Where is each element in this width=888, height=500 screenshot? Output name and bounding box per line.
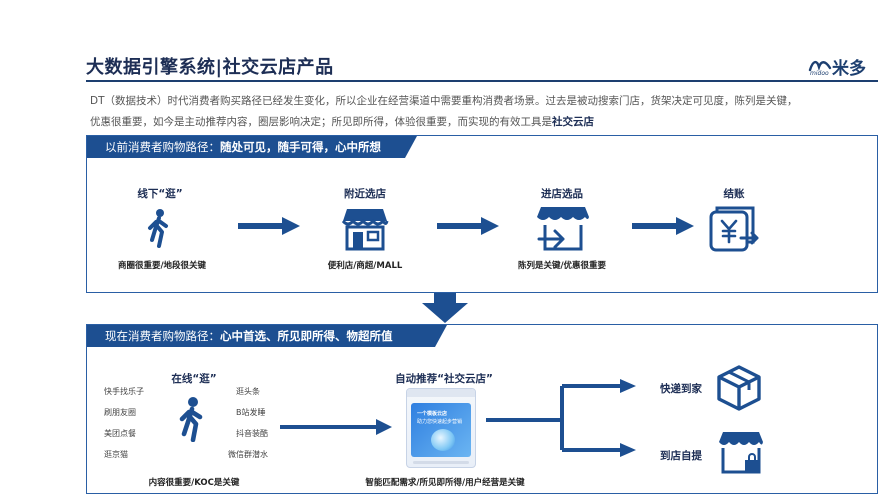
step-nearby-label: 附近选店 (344, 188, 386, 200)
step-offline-caption: 商圈很重要/地段很关键 (117, 261, 207, 271)
storefront-icon (341, 209, 389, 251)
panel-now-heading-prefix: 现在消费者购物路径： (105, 329, 220, 343)
branch-arrow-icon (486, 379, 636, 457)
online-caption: 内容很重要/KOC是关键 (148, 478, 240, 488)
right-tag: 逛头条 (236, 387, 260, 396)
logo-text: 米多 (832, 59, 866, 79)
left-tag: 刷朋友圈 (104, 408, 136, 417)
description-line-2: 优惠很重要，如今是主动推荐内容，圈层影响决定；所见即所得，体验很重要，而实现的有… (90, 114, 594, 129)
yuan-checkout-icon (709, 206, 759, 252)
arrow-right-icon (632, 217, 694, 235)
panel-past-heading: 以前消费者购物路径：随处可见，随手可得，心中所想 (87, 136, 417, 158)
preview-title: 一个模板云店 (417, 411, 448, 417)
description-line-2-text: 优惠很重要，如今是主动推荐内容，圈层影响决定；所见即所得，体验很重要，而实现的有… (90, 116, 552, 128)
panel-past-heading-prefix: 以前消费者购物路径： (105, 140, 220, 154)
arrow-right-icon (238, 217, 300, 235)
midoo-wave-icon (808, 60, 832, 72)
store-pickup-icon (719, 432, 763, 474)
walking-person-icon (179, 397, 203, 442)
step-instore-caption: 陈列是关键/优惠很重要 (517, 261, 607, 271)
delivery-box-icon (717, 365, 761, 411)
page-title: 大数据引擎系统|社交云店产品 (86, 57, 334, 78)
panel-past-heading-emphasis: 随处可见，随手可得，心中所想 (220, 140, 381, 154)
description-emphasis: 社交云店 (552, 116, 594, 128)
left-tag: 逛京猫 (104, 450, 128, 459)
shelf-enter-icon (537, 207, 589, 251)
recommend-caption: 智能匹配需求/所见即所得/用户经营是关键 (365, 478, 525, 488)
walking-person-icon (148, 209, 168, 248)
preview-subtitle: 助力您快速起步营销 (417, 419, 463, 425)
right-tag: B站发睡 (236, 408, 266, 417)
left-tag: 美团点餐 (104, 429, 136, 438)
left-tag: 快手找乐子 (104, 387, 144, 396)
online-label: 在线“逛” (171, 373, 217, 385)
logo-subtext: midoo (810, 70, 829, 77)
step-nearby-caption: 便利店/商超/MALL (327, 261, 403, 271)
outcome-pickup-label: 到店自提 (660, 450, 702, 462)
panel-now-heading: 现在消费者购物路径：心中首选、所见即所得、物超所值 (87, 325, 447, 347)
description-line-1: DT（数据技术）时代消费者购买路径已经发生变化，所以企业在经营渠道中需要重构消费… (90, 95, 798, 107)
step-checkout-label: 结账 (723, 188, 745, 200)
step-offline-label: 线下“逛” (137, 188, 183, 200)
brand-logo: 米多 midoo (808, 54, 880, 79)
panel-now-heading-emphasis: 心中首选、所见即所得、物超所值 (220, 329, 393, 343)
right-tag: 抖音装酷 (236, 429, 268, 438)
arrow-right-icon (280, 419, 392, 435)
arrow-down-icon (422, 293, 468, 323)
step-instore-label: 进店选品 (541, 188, 583, 200)
title-divider (86, 80, 878, 82)
right-tag: 微信群潜水 (228, 450, 268, 459)
outcome-delivery-label: 快递到家 (660, 383, 702, 395)
recommend-label: 自动推荐“社交云店” (395, 373, 493, 385)
cloud-store-preview: 一个模板云店 助力您快速起步营销 (406, 388, 476, 468)
arrow-right-icon (437, 217, 499, 235)
